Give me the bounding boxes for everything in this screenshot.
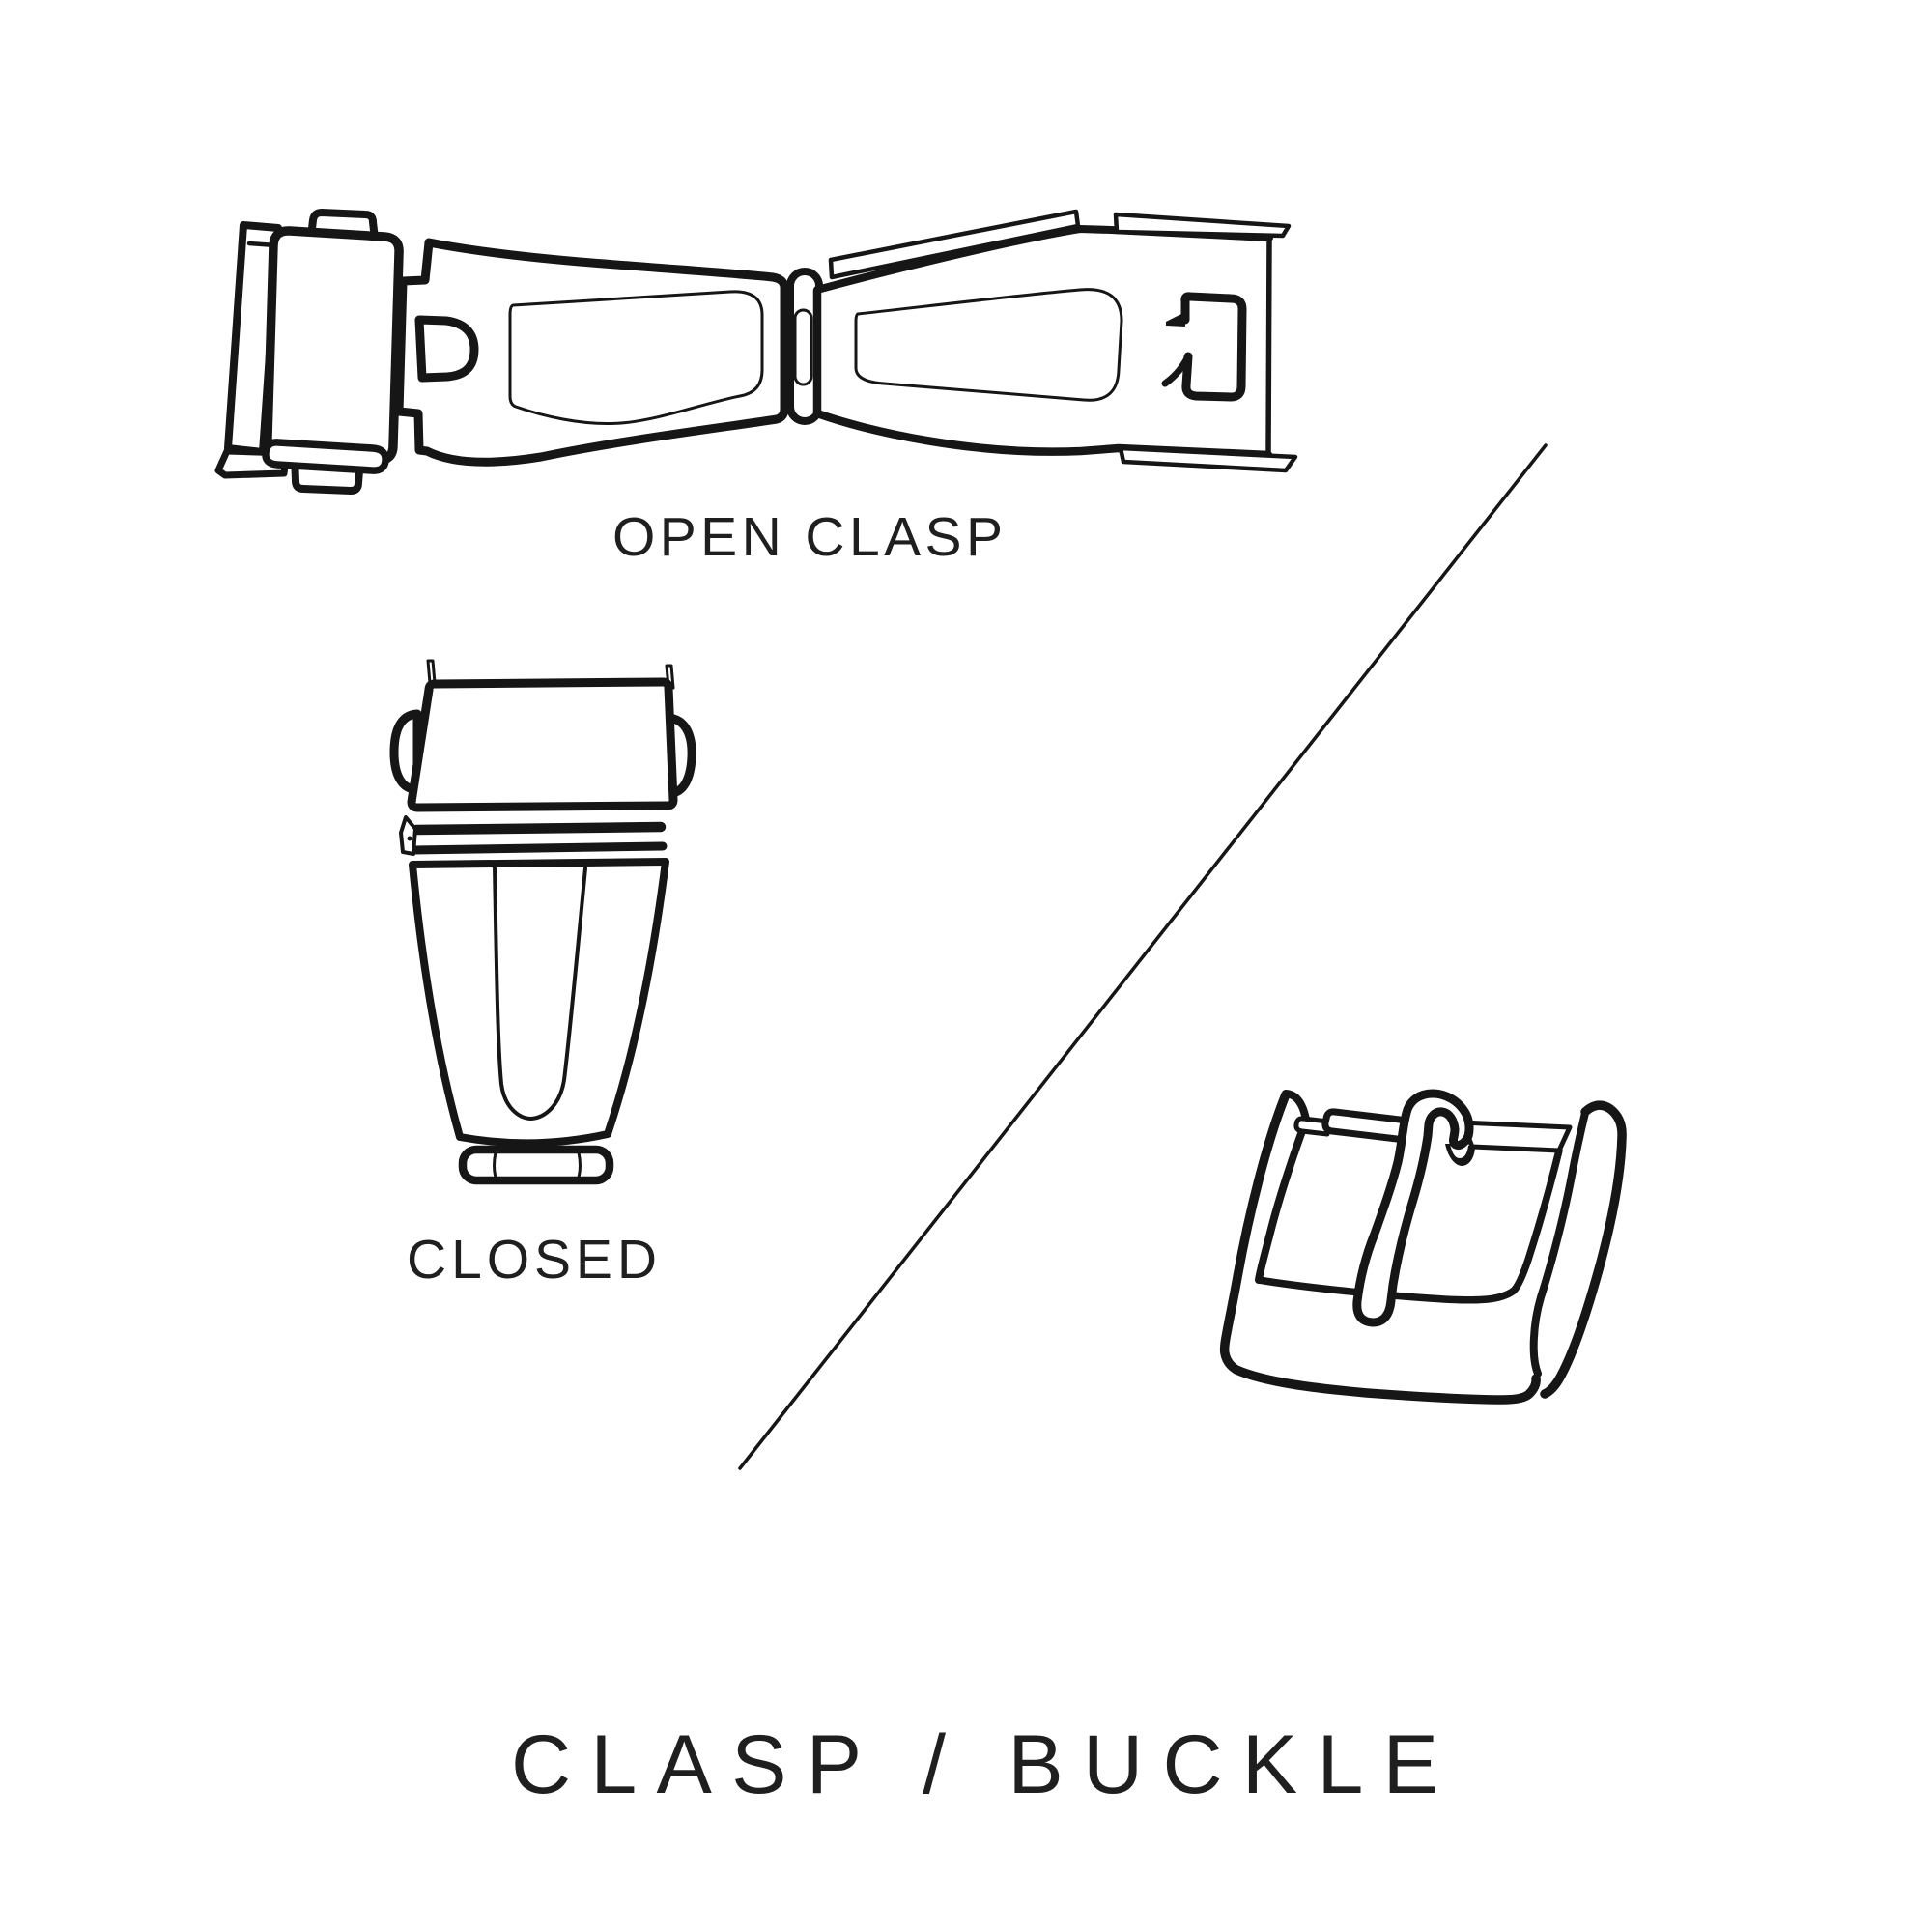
svg-text:CLOSED: CLOSED [407,1229,660,1291]
svg-text:CLASP / BUCKLE: CLASP / BUCKLE [511,1719,1457,1811]
svg-text:OPEN CLASP: OPEN CLASP [612,506,1006,568]
